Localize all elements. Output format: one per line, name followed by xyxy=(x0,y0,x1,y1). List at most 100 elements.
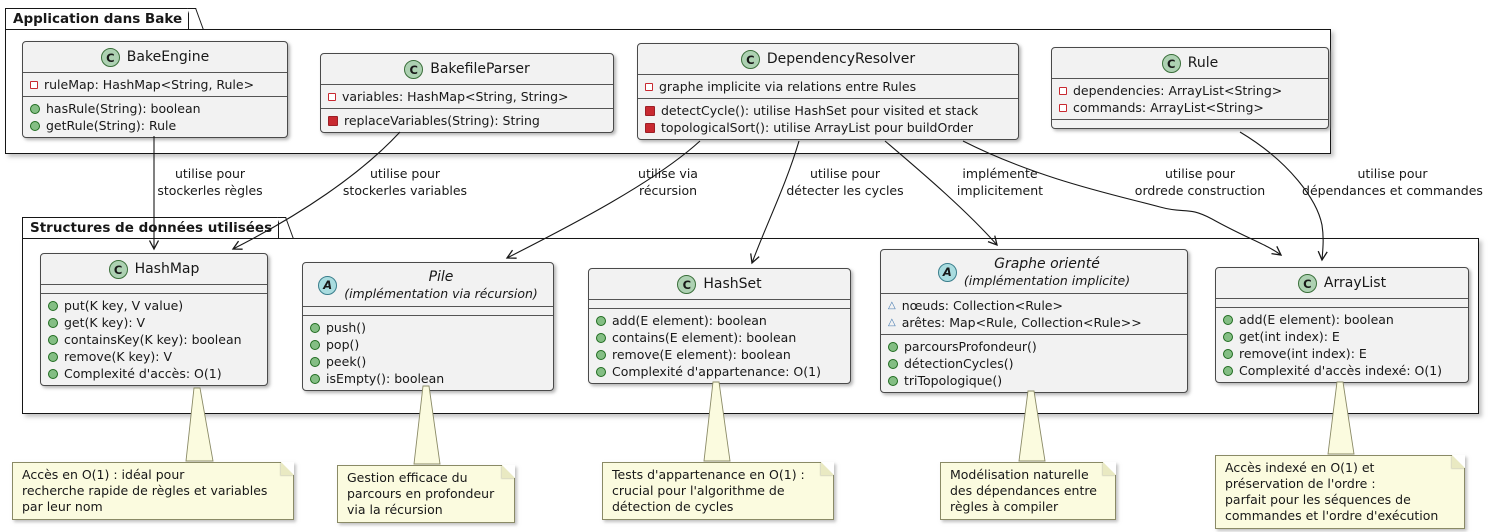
class-member-row: hasRule(String): boolean xyxy=(23,100,287,117)
class-member-row: △ arêtes: Map<Rule, Collection<Rule>> xyxy=(881,314,1187,331)
package-structures-tab: Structures de données utilisées xyxy=(22,217,280,239)
class-member-row: pop() xyxy=(303,336,553,353)
member-text: pop() xyxy=(326,337,360,352)
public-method-icon xyxy=(310,356,320,367)
class-subtitle: (implémentation implicite) xyxy=(963,273,1131,288)
class-name: HashSet xyxy=(703,276,762,292)
member-text: replaceVariables(String): String xyxy=(344,113,540,128)
class-name: Graphe orienté xyxy=(994,256,1100,272)
class-member-row: replaceVariables(String): String xyxy=(321,112,613,129)
class-member-row: add(E element): boolean xyxy=(589,312,850,329)
public-method-icon xyxy=(310,339,320,350)
member-text: Complexité d'appartenance: O(1) xyxy=(612,364,821,379)
fields-compartment-empty xyxy=(589,299,850,308)
public-method-icon xyxy=(48,351,58,362)
private-field-icon xyxy=(1059,86,1067,95)
member-text: isEmpty(): boolean xyxy=(326,371,445,386)
class-title: C ArrayList xyxy=(1216,268,1468,298)
class-name: BakefileParser xyxy=(430,61,530,77)
class-name: DependencyResolver xyxy=(766,51,916,67)
class-box-hashmap: C HashMap put(K key, V value) get(K key)… xyxy=(40,253,268,386)
class-box-bakeengine: C BakeEngine ruleMap: HashMap<String, Ru… xyxy=(22,41,288,138)
class-member-row: detectCycle(): utilise HashSet pour visi… xyxy=(638,102,1018,119)
member-text: contains(E element): boolean xyxy=(612,330,797,345)
member-text: arêtes: Map<Rule, Collection<Rule>> xyxy=(901,315,1142,330)
public-method-icon xyxy=(888,375,898,386)
class-title: A Graphe orienté (implémentation implici… xyxy=(881,250,1187,293)
methods-compartment: detectCycle(): utilise HashSet pour visi… xyxy=(638,98,1018,139)
class-stereotype-icon: C xyxy=(108,260,128,279)
methods-compartment: hasRule(String): boolean getRule(String)… xyxy=(23,96,287,137)
edge-label: implémente implicitement xyxy=(956,166,1044,198)
class-member-row: remove(K key): V xyxy=(41,348,267,365)
note-pile: Gestion efficace du parcours en profonde… xyxy=(337,465,515,523)
member-text: parcoursProfondeur() xyxy=(904,339,1037,354)
private-field-icon xyxy=(1059,103,1067,112)
public-method-icon xyxy=(48,334,58,345)
public-method-icon xyxy=(1223,348,1233,359)
class-member-row: get(K key): V xyxy=(41,314,267,331)
package-application-tab: Application dans Bake xyxy=(5,8,190,30)
member-text: ruleMap: HashMap<String, Rule> xyxy=(44,77,255,92)
fields-compartment: variables: HashMap<String, String> xyxy=(321,84,613,108)
member-text: nœuds: Collection<Rule> xyxy=(901,298,1063,313)
note-hashmap: Accès en O(1) : idéal pour recherche rap… xyxy=(12,462,294,520)
private-field-icon xyxy=(645,82,653,91)
member-text: graphe implicite via relations entre Rul… xyxy=(659,79,917,94)
class-member-row: Complexité d'accès: O(1) xyxy=(41,365,267,382)
class-member-row: ruleMap: HashMap<String, Rule> xyxy=(23,76,287,93)
edge-label: utilise pour ordrede construction xyxy=(1134,166,1266,198)
class-member-row: peek() xyxy=(303,353,553,370)
edge-label: utilise pour dépendances et commandes xyxy=(1302,166,1483,198)
note-graphe: Modélisation naturelle des dépendances e… xyxy=(940,462,1116,520)
class-stereotype-icon: C xyxy=(100,48,120,67)
member-text: détectionCycles() xyxy=(904,356,1014,371)
member-text: push() xyxy=(326,320,367,335)
public-method-icon xyxy=(596,366,606,377)
class-member-row: dependencies: ArrayList<String> xyxy=(1052,82,1328,99)
member-text: topologicalSort(): utilise ArrayList pou… xyxy=(661,120,974,135)
member-text: remove(K key): V xyxy=(64,349,173,364)
class-title: C HashSet xyxy=(589,269,850,299)
protected-field-icon: △ xyxy=(888,316,896,328)
edge-label: utilise via récursion xyxy=(638,166,698,198)
class-title: C Rule xyxy=(1052,48,1328,78)
member-text: hasRule(String): boolean xyxy=(46,101,201,116)
methods-compartment: add(E element): boolean get(int index): … xyxy=(1216,307,1468,382)
class-box-graphe-oriente: A Graphe orienté (implémentation implici… xyxy=(880,249,1188,393)
public-method-icon xyxy=(596,315,606,326)
class-member-row: variables: HashMap<String, String> xyxy=(321,88,613,105)
private-method-icon xyxy=(328,115,338,126)
edge-label: utilise pour stockerles règles xyxy=(157,166,263,198)
member-text: put(K key, V value) xyxy=(64,298,184,313)
class-stereotype-icon: C xyxy=(404,60,424,79)
private-method-icon xyxy=(645,105,655,116)
methods-compartment-empty xyxy=(1052,119,1328,128)
class-box-dependencyresolver: C DependencyResolver graphe implicite vi… xyxy=(637,43,1019,140)
private-method-icon xyxy=(645,122,655,133)
class-member-row: remove(int index): E xyxy=(1216,345,1468,362)
class-stereotype-icon: C xyxy=(1297,274,1317,293)
class-title: C DependencyResolver xyxy=(638,44,1018,74)
member-text: detectCycle(): utilise HashSet pour visi… xyxy=(661,103,979,118)
public-method-icon xyxy=(596,349,606,360)
fields-compartment-empty xyxy=(303,306,553,315)
edge-label: utilise pour détecter les cycles xyxy=(786,166,904,198)
public-method-icon xyxy=(30,120,40,131)
public-method-icon xyxy=(1223,331,1233,342)
class-member-row: Complexité d'accès indexé: O(1) xyxy=(1216,362,1468,379)
class-name: Rule xyxy=(1187,55,1219,71)
member-text: remove(int index): E xyxy=(1239,346,1367,361)
methods-compartment: put(K key, V value) get(K key): V contai… xyxy=(41,293,267,385)
public-method-icon xyxy=(888,358,898,369)
class-member-row: remove(E element): boolean xyxy=(589,346,850,363)
protected-field-icon: △ xyxy=(888,299,896,311)
class-box-rule: C Rule dependencies: ArrayList<String> c… xyxy=(1051,47,1329,129)
edge-label: utilise pour stockerles variables xyxy=(342,166,468,198)
class-member-row: get(int index): E xyxy=(1216,328,1468,345)
class-member-row: parcoursProfondeur() xyxy=(881,338,1187,355)
class-stereotype-icon: C xyxy=(1161,54,1181,73)
class-member-row: commands: ArrayList<String> xyxy=(1052,99,1328,116)
class-title: C BakefileParser xyxy=(321,54,613,84)
